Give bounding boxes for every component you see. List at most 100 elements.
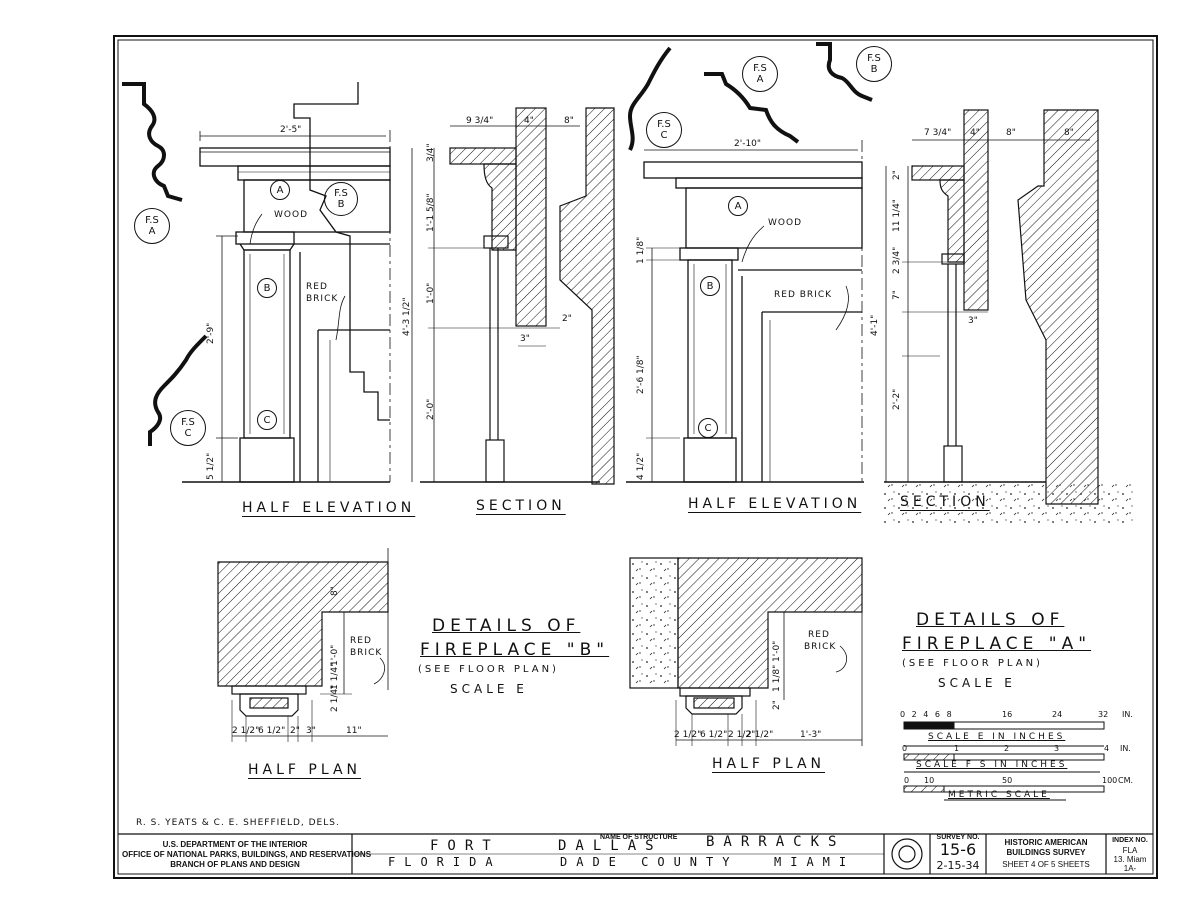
- tb-habs2: BUILDINGS SURVEY: [1006, 848, 1086, 857]
- dim-b-sec-d2: 3": [520, 334, 530, 344]
- dim-a-sec-w2: 4": [970, 128, 980, 138]
- half-plan-b-title: HALF PLAN: [248, 762, 362, 778]
- delineator-credit: R. S. YEATS & C. E. SHEFFIELD, DELS.: [136, 818, 340, 828]
- tb-loc1: FLORIDA: [388, 855, 502, 869]
- dim-plan-b-d1: 2 1/2": [232, 726, 260, 736]
- dim-b-sec-w1: 9 3/4": [466, 116, 494, 126]
- tb-survey-no: 15-6: [939, 840, 977, 859]
- note-red-b: RED: [306, 282, 328, 292]
- half-elevation-b-title: HALF ELEVATION: [242, 500, 416, 516]
- dim-b-sec-h4: 2'-0": [426, 398, 436, 420]
- details-b-line3: (SEE FLOOR PLAN): [418, 664, 559, 675]
- tb-index3: 1A-: [1123, 864, 1137, 873]
- title-block-frame: [118, 833, 1153, 874]
- tb-survey-label: SURVEY NO.: [936, 834, 980, 841]
- dim-plan-b-v4: 2 1/4": [330, 684, 340, 712]
- dim-a-sec-h6: 2'-2": [892, 388, 902, 410]
- dim-a-elev-h1: 1 1/8": [636, 236, 646, 264]
- tb-index-label: INDEX NO.: [1112, 837, 1148, 844]
- dim-a-sec-w4: 8": [1064, 128, 1074, 138]
- dim-plan-b-d4: 3": [306, 726, 316, 736]
- details-b-line1: DETAILS OF: [432, 616, 581, 636]
- section-b-title: SECTION: [476, 498, 566, 514]
- tb-index2: 13. Miam: [1113, 855, 1147, 864]
- details-a-line2: FIREPLACE "A": [902, 634, 1092, 654]
- tb-dept3: BRANCH OF PLANS AND DESIGN: [170, 860, 300, 869]
- dim-b-sec-w2: 4": [524, 116, 534, 126]
- inner-border: [117, 39, 1154, 875]
- scale-fs-tick-2: 2: [1004, 744, 1010, 753]
- outer-border: [113, 35, 1158, 879]
- callout-a-b-elev: A: [270, 180, 290, 200]
- half-plan-a-drawing: [629, 557, 863, 746]
- dim-a-sec-w3: 8": [1006, 128, 1016, 138]
- dim-a-elev-h2: 2'-6 1/8": [636, 355, 646, 394]
- scale-m-tick-100: 100: [1102, 776, 1118, 785]
- dim-plan-a-d3: 2 1/2": [728, 730, 756, 740]
- scale-fs-tick-4: 4: [1104, 744, 1110, 753]
- dim-plan-a-d4: 2 1/2": [746, 730, 774, 740]
- tb-name-w3: BARRACKS: [706, 834, 846, 850]
- dim-plan-a-v3: 2": [772, 700, 782, 710]
- tb-name-w1: FORT: [430, 838, 500, 854]
- scale-fs-tick-0: 0: [902, 744, 908, 753]
- dim-a-sec-d1: 3": [968, 316, 978, 326]
- tb-dept1: U.S. DEPARTMENT OF THE INTERIOR: [162, 840, 308, 849]
- note-wood-b: WOOD: [274, 210, 308, 220]
- dim-plan-b-d3: 2": [290, 726, 300, 736]
- half-plan-a-title: HALF PLAN: [712, 756, 826, 772]
- dim-b-sec-h1: 3/4": [426, 143, 436, 162]
- section-a-title: SECTION: [900, 494, 990, 510]
- note-red-brick-a: RED BRICK: [774, 290, 832, 300]
- callout-c-b-elev: C: [257, 410, 277, 430]
- scale-e-tick-32: 32: [1098, 710, 1109, 719]
- scale-m-label: METRIC SCALE: [948, 790, 1050, 800]
- callout-b-a-elev: B: [700, 276, 720, 296]
- scale-bars: [903, 721, 1105, 801]
- profile-fs-a-top: [704, 72, 800, 144]
- dim-plan-a-v2: 1 1/8": [772, 664, 782, 692]
- note-brick-plan-a: BRICK: [804, 642, 837, 652]
- dim-plan-a-v1: 1'-0": [772, 640, 782, 662]
- details-b-line2: FIREPLACE "B": [420, 640, 610, 660]
- dim-a-sec-w1: 7 3/4": [924, 128, 952, 138]
- scale-fs-label: SCALE F S IN INCHES: [916, 760, 1068, 770]
- dim-a-sec-h5: 4'-1": [870, 314, 880, 336]
- dim-plan-a-d5: 1'-3": [800, 730, 822, 740]
- callout-c-a-elev: C: [698, 418, 718, 438]
- scale-e-label: SCALE E IN INCHES: [928, 732, 1066, 742]
- dim-b-sec-h2: 1'-1 5/8": [426, 193, 436, 232]
- tb-habs1: HISTORIC AMERICAN: [1004, 838, 1088, 847]
- dim-plan-b-v2: 8": [330, 586, 340, 596]
- scale-m-tick-50: 50: [1002, 776, 1013, 785]
- half-elevation-a-drawing: [626, 140, 864, 483]
- profile-fs-c: [148, 334, 208, 446]
- dim-a-elev-h3: 4 1/2": [636, 452, 646, 480]
- profile-fs-c-top: [627, 46, 672, 151]
- dim-b-elev-h1: 2'-9": [206, 322, 216, 344]
- tb-name-w2: DALLAS: [558, 838, 663, 854]
- dim-plan-a-d1: 2 1/2": [674, 730, 702, 740]
- scale-m-unit: CM.: [1118, 776, 1134, 785]
- scale-e-ticks-low: 0 2 4 6 8: [900, 710, 954, 719]
- scale-fs-tick-3: 3: [1054, 744, 1060, 753]
- dim-plan-b-d2: 6 1/2": [258, 726, 286, 736]
- dim-a-sec-h4: 7": [892, 290, 902, 300]
- dim-b-sec-h5: 4'-3 1/2": [402, 297, 412, 336]
- dim-plan-b-d5: 11": [346, 726, 362, 736]
- tb-survey-date: 2-15-34: [936, 859, 980, 872]
- tb-loc3: MIAMI: [774, 855, 856, 869]
- scale-fs-unit: IN.: [1120, 744, 1131, 753]
- details-a-line1: DETAILS OF: [916, 610, 1065, 630]
- details-a-line4: SCALE E: [938, 676, 1016, 690]
- note-brick-b: BRICK: [306, 294, 339, 304]
- half-plan-b-drawing: [217, 548, 389, 742]
- section-b-drawing: [411, 107, 615, 485]
- dim-b-elev-width: 2'-5": [280, 125, 302, 135]
